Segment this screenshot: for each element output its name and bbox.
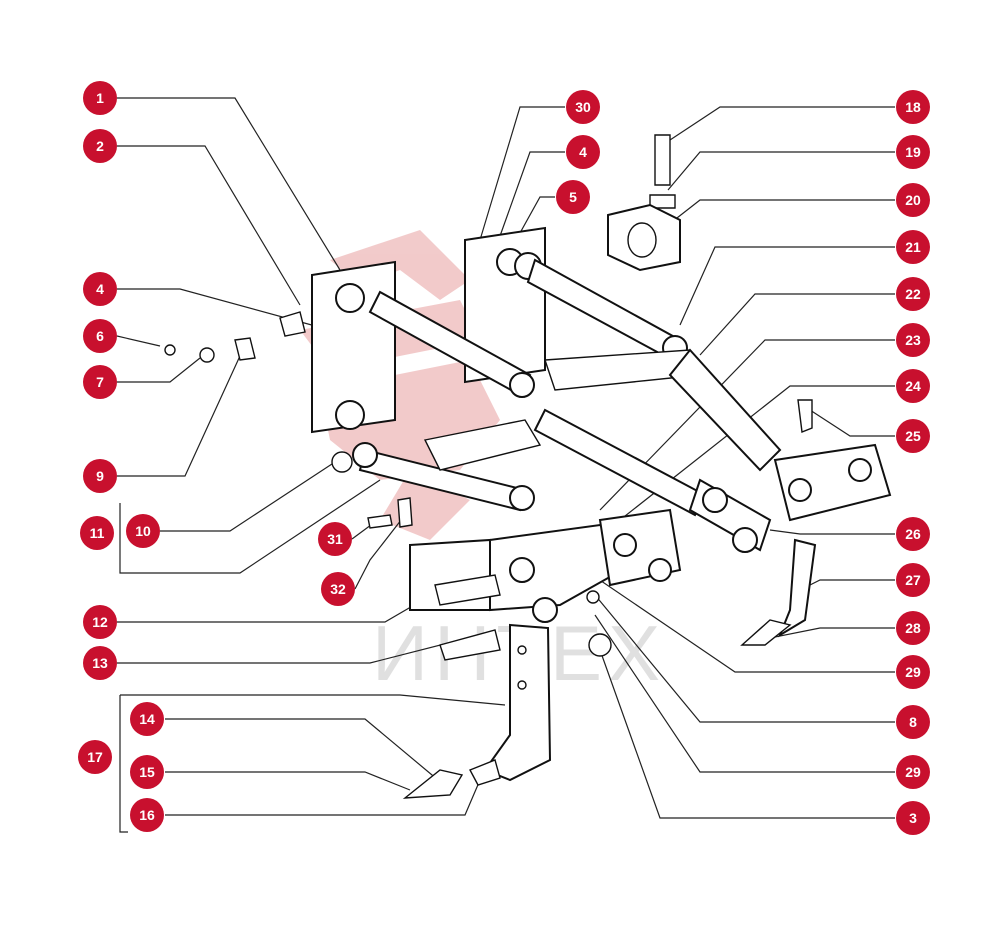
callout-label: 25: [905, 428, 921, 444]
callout-label: 15: [139, 764, 155, 780]
callout-10: 10: [126, 514, 160, 548]
callout-label: 29: [905, 664, 921, 680]
callout-31: 31: [318, 522, 352, 556]
pin-12: [434, 574, 501, 606]
tine-27: [777, 538, 817, 638]
callout-2: 2: [83, 129, 117, 163]
callout-label: 4: [96, 281, 104, 297]
callout-22: 22: [896, 277, 930, 311]
lower-link-right: [533, 408, 707, 517]
pin-13: [439, 629, 501, 661]
nut-6: [164, 344, 176, 356]
callout-label: 12: [92, 614, 108, 630]
callout-label: 13: [92, 655, 108, 671]
callout-5: 5: [556, 180, 590, 214]
callout-label: 2: [96, 138, 104, 154]
callout-label: 17: [87, 749, 103, 765]
bolt-4: [279, 311, 306, 337]
callout-label: 3: [909, 810, 917, 826]
callout-4: 4: [83, 272, 117, 306]
callout-label: 9: [96, 468, 104, 484]
callout-label: 18: [905, 99, 921, 115]
callout-28: 28: [896, 611, 930, 645]
callout-14: 14: [130, 702, 164, 736]
callout-label: 22: [905, 286, 921, 302]
clip-25: [797, 399, 813, 433]
callout-11: 11: [80, 516, 114, 550]
callout-label: 19: [905, 144, 921, 160]
callout-20: 20: [896, 183, 930, 217]
callout-label: 14: [139, 711, 155, 727]
bolt-18: [654, 134, 671, 186]
callout-32: 32: [321, 572, 355, 606]
callout-23: 23: [896, 323, 930, 357]
callout-label: 4: [579, 144, 587, 160]
callout-1: 1: [83, 81, 117, 115]
callout-label: 21: [905, 239, 921, 255]
callout-4-right: 4: [566, 135, 600, 169]
callout-label: 29: [905, 764, 921, 780]
point-16: [469, 759, 501, 786]
plate-32: [397, 497, 413, 528]
callout-label: 20: [905, 192, 921, 208]
callout-7: 7: [83, 365, 117, 399]
callout-label: 26: [905, 526, 921, 542]
callout-26: 26: [896, 517, 930, 551]
callout-label: 31: [327, 531, 343, 547]
nut-7: [199, 347, 215, 363]
callout-17: 17: [78, 740, 112, 774]
bolt-31: [367, 514, 393, 529]
callout-label: 16: [139, 807, 155, 823]
callout-29-upper: 29: [896, 655, 930, 689]
callout-12: 12: [83, 605, 117, 639]
callout-16: 16: [130, 798, 164, 832]
callout-30: 30: [566, 90, 600, 124]
callout-label: 7: [96, 374, 104, 390]
callouts: 1 2 4 6 7 9 11 10 31 32 12 13 17 14 15 1…: [78, 81, 930, 835]
leader-lines: [116, 97, 895, 833]
callout-27: 27: [896, 563, 930, 597]
washer-19: [649, 194, 676, 209]
callout-24: 24: [896, 369, 930, 403]
callout-label: 30: [575, 99, 591, 115]
point-28: [740, 619, 792, 646]
callout-label: 11: [90, 525, 105, 541]
callout-19: 19: [896, 135, 930, 169]
callout-label: 1: [96, 90, 104, 106]
callout-13: 13: [83, 646, 117, 680]
callout-3: 3: [896, 801, 930, 835]
callout-8: 8: [896, 705, 930, 739]
callout-label: 23: [905, 332, 921, 348]
right-link-chain: [668, 348, 782, 472]
mechanism-drawing: [164, 134, 892, 799]
nut-8: [586, 590, 600, 604]
point-14: [402, 769, 464, 799]
callout-label: 27: [905, 572, 921, 588]
callout-15: 15: [130, 755, 164, 789]
shank: [483, 623, 552, 782]
callout-label: 10: [135, 523, 151, 539]
callout-29-lower: 29: [896, 755, 930, 789]
bushing-10: [331, 451, 353, 473]
callout-label: 24: [905, 378, 921, 394]
callout-label: 8: [909, 714, 917, 730]
washer-3: [588, 633, 612, 657]
callout-label: 5: [569, 189, 577, 205]
callout-25: 25: [896, 419, 930, 453]
callout-18: 18: [896, 90, 930, 124]
upper-link-right: [526, 258, 682, 362]
callout-21: 21: [896, 230, 930, 264]
callout-6: 6: [83, 319, 117, 353]
callout-label: 6: [96, 328, 104, 344]
callout-label: 32: [330, 581, 346, 597]
lock-plate-9: [234, 337, 256, 361]
callout-9: 9: [83, 459, 117, 493]
callout-label: 28: [905, 620, 921, 636]
